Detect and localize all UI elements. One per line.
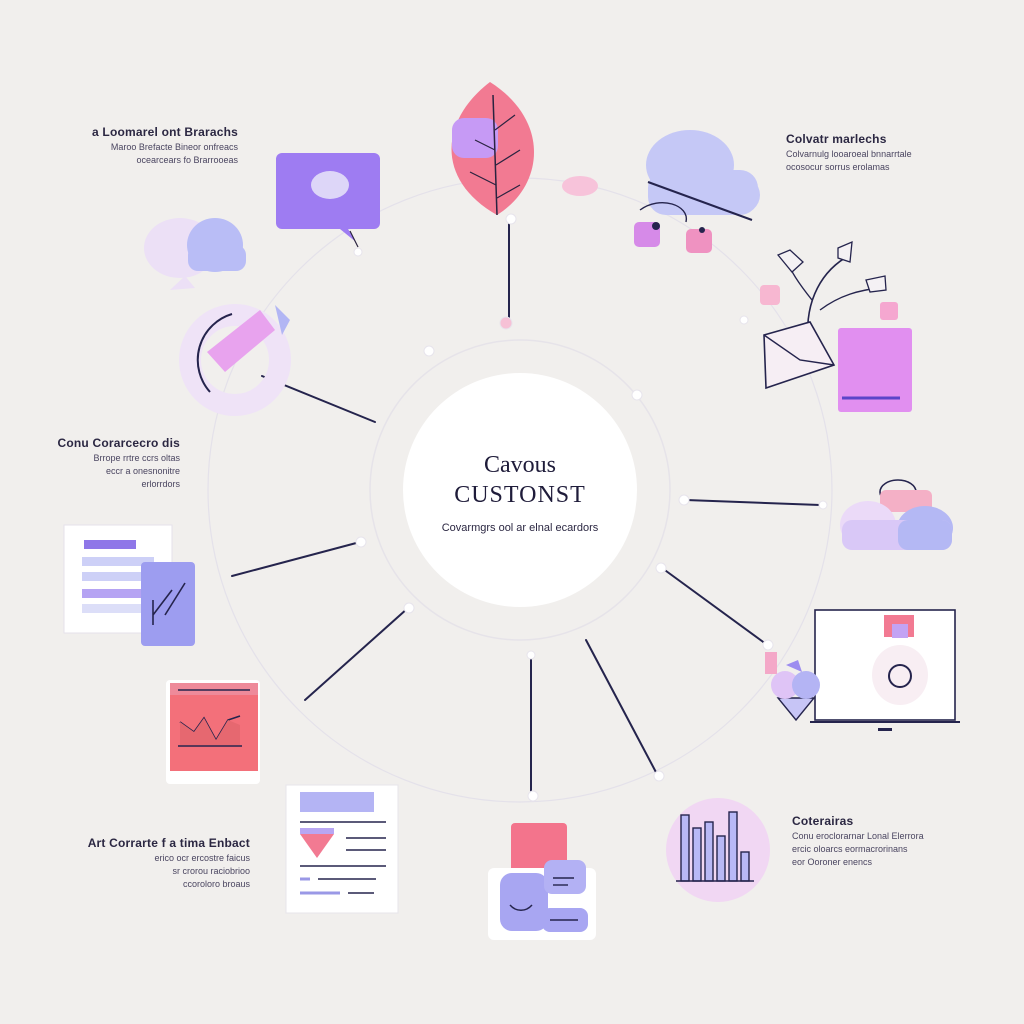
block-line: Colvarnulg looaroeal bnnarrtale bbox=[786, 149, 912, 159]
cloud-icon bbox=[634, 130, 760, 253]
document-icon bbox=[285, 784, 399, 914]
dot bbox=[505, 213, 517, 225]
dot bbox=[527, 790, 539, 802]
dot bbox=[762, 639, 774, 651]
chat-faces-icon bbox=[488, 823, 596, 940]
dot bbox=[499, 316, 513, 330]
block-line: ocosocur sorrus erolamas bbox=[786, 162, 890, 172]
block-line: erlorrdors bbox=[141, 479, 180, 489]
dot bbox=[818, 500, 828, 510]
dot bbox=[403, 602, 415, 614]
block-line: ercic oloarcs eormacrorinans bbox=[792, 844, 908, 854]
dot bbox=[678, 494, 690, 506]
dot bbox=[631, 389, 643, 401]
dot bbox=[526, 650, 536, 660]
center-title: Cavous bbox=[484, 452, 556, 478]
dot bbox=[355, 536, 367, 548]
connector-clouds bbox=[685, 499, 821, 506]
bar-chart-icon bbox=[666, 798, 770, 902]
text-block-bottom-right: Coterairas Conu eroclorarnar Lonal Elerr… bbox=[792, 814, 992, 867]
monitor-icon bbox=[765, 609, 960, 731]
center-title-2: CUSTONST bbox=[454, 482, 586, 508]
block-line: eccr a onesnonitre bbox=[105, 466, 180, 476]
center-circle bbox=[403, 373, 637, 607]
chat-bubble-icon bbox=[276, 153, 380, 248]
plant-envelope-icon bbox=[760, 240, 912, 412]
clouds-icon bbox=[840, 479, 953, 550]
connector-dots bbox=[353, 213, 828, 802]
block-title: Art Corrarte f a tima Enbact bbox=[87, 836, 250, 850]
connector-monitor bbox=[661, 567, 767, 645]
text-block-top-left: a Loomarel ont Brarachs Maroo Brefacte B… bbox=[40, 125, 238, 165]
block-title: Coterairas bbox=[792, 814, 854, 828]
line-chart-icon bbox=[166, 680, 260, 784]
block-title: a Loomarel ont Brarachs bbox=[92, 125, 238, 139]
connector-form bbox=[231, 541, 361, 577]
block-line: ccoroloro broaus bbox=[182, 879, 250, 889]
dot bbox=[423, 345, 435, 357]
cloud-icon bbox=[144, 218, 246, 290]
dot bbox=[655, 562, 667, 574]
connectors bbox=[231, 219, 821, 796]
block-title: Conu Corarcecro dis bbox=[57, 436, 180, 450]
dot bbox=[353, 247, 363, 257]
block-line: sr crorou raciobrioo bbox=[172, 866, 250, 876]
dot bbox=[739, 315, 749, 325]
block-line: erico ocr ercostre faicus bbox=[154, 853, 250, 863]
block-line: ocearcears fo Brarrooeas bbox=[136, 155, 238, 165]
block-line: Brrope rrtre ccrs oltas bbox=[93, 453, 180, 463]
block-line: Maroo Brefacte Bineor onfreacs bbox=[110, 142, 238, 152]
leaf-icon bbox=[451, 82, 535, 216]
pie-chart-icon bbox=[179, 304, 291, 416]
dot bbox=[653, 770, 665, 782]
small-cloud-icon bbox=[562, 176, 598, 196]
connector-barchart bbox=[585, 639, 659, 777]
text-block-bottom-left: Art Corrarte f a tima Enbact erico ocr e… bbox=[50, 836, 250, 889]
center-subtitle: Covarmgrs ool ar elnal ecardors bbox=[441, 522, 599, 534]
block-line: eor Ooroner enencs bbox=[792, 857, 873, 867]
connector-linechart bbox=[304, 607, 409, 701]
form-document-icon bbox=[63, 524, 195, 646]
text-block-mid-left: Conu Corarcecro dis Brrope rrtre ccrs ol… bbox=[30, 436, 181, 489]
block-line: Conu eroclorarnar Lonal Elerrora bbox=[792, 831, 924, 841]
block-title: Colvatr marlechs bbox=[786, 132, 887, 146]
text-block-top-right: Colvatr marlechs Colvarnulg looaroeal bn… bbox=[786, 132, 986, 172]
inner-ring bbox=[369, 339, 671, 641]
